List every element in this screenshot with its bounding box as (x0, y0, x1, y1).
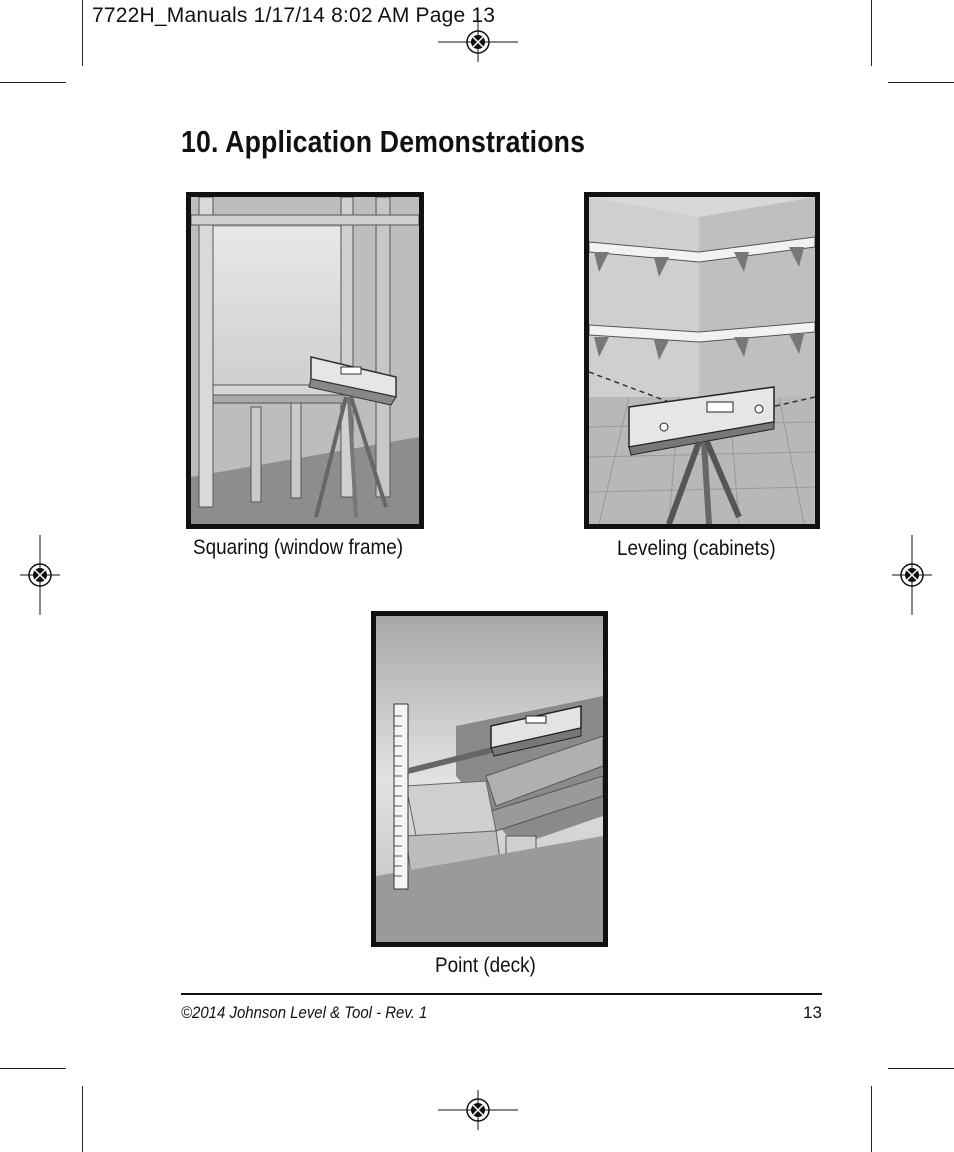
crop-mark-top-right-h (888, 82, 954, 83)
registration-mark-left-icon (20, 535, 60, 615)
window-frame-illustration (186, 192, 424, 529)
crop-mark-bottom-right-h (888, 1068, 954, 1069)
footer-page-number: 13 (803, 1003, 822, 1022)
caption-deck: Point (deck) (435, 954, 536, 977)
registration-mark-right-icon (892, 535, 932, 615)
deck-illustration (371, 611, 608, 947)
page-title: 10. Application Demonstrations (181, 124, 586, 159)
registration-mark-top-icon (438, 22, 518, 62)
cabinets-illustration (584, 192, 820, 529)
crop-mark-top-right-v (871, 0, 872, 66)
footer-copyright: ©2014 Johnson Level & Tool - Rev. 1 (181, 1003, 428, 1022)
registration-mark-bottom-icon (438, 1090, 518, 1130)
caption-window-frame: Squaring (window frame) (193, 536, 404, 559)
footer-rule (181, 993, 822, 995)
caption-cabinets: Leveling (cabinets) (617, 537, 776, 560)
crop-mark-bottom-right-v (871, 1086, 872, 1152)
crop-mark-bottom-left-v (82, 1086, 83, 1152)
crop-mark-bottom-left-h (0, 1068, 66, 1069)
crop-mark-top-left-h (0, 82, 66, 83)
crop-mark-top-left-v (82, 0, 83, 66)
printer-slug: 7722H_Manuals 1/17/14 8:02 AM Page 13 (92, 4, 496, 27)
